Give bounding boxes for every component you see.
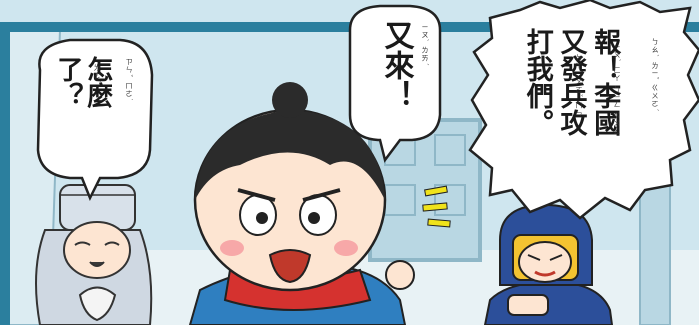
- bubble-right-text: 報！李國 又發兵攻 打我們。: [520, 28, 621, 136]
- bubble-middle-ruby-1: ㄧㄡˋ ㄌㄞˊ: [421, 24, 429, 67]
- speed-lines: [422, 185, 451, 228]
- boy-character: [188, 82, 415, 325]
- bubble-right-ruby-3: ㄉㄚˇ ㄨㄛˇ ㄇㄣ˙: [575, 54, 583, 122]
- scholar-character: [35, 184, 153, 325]
- bubble-right-line-2: 又發兵攻: [555, 28, 587, 136]
- speech-bubble-right: [468, 0, 699, 220]
- bubble-middle-text: 又來！: [378, 20, 414, 110]
- bubble-right-ruby-2: ㄧㄡˋ ㄈㄚ ㄅㄧㄥ ㄍㄨㄥ: [613, 44, 621, 136]
- bubble-left-line-1: 怎麼: [82, 56, 113, 108]
- bubble-right-line-1: 報！李國: [589, 28, 621, 136]
- bubble-left-ruby-1: ㄗㄣˇ ㄇㄜ˙: [125, 58, 133, 103]
- bubble-right-ruby-1: ㄅㄠˋ ㄌㄧˇ ㄍㄨㄛˊ: [651, 38, 659, 113]
- bubble-middle-line-1: 又來！: [378, 20, 414, 110]
- speech-bubble-middle: [348, 4, 442, 163]
- bubble-left-text: 怎麼 了？: [52, 56, 113, 108]
- panel-left-border: [0, 22, 10, 325]
- bubble-left-line-2: 了？: [52, 56, 83, 108]
- bubble-right-line-3: 打我們。: [521, 28, 553, 136]
- speech-bubble-left: [36, 38, 154, 202]
- guard-character: [483, 203, 614, 325]
- bubble-left-ruby-2: ㄌㄜ˙: [93, 64, 101, 85]
